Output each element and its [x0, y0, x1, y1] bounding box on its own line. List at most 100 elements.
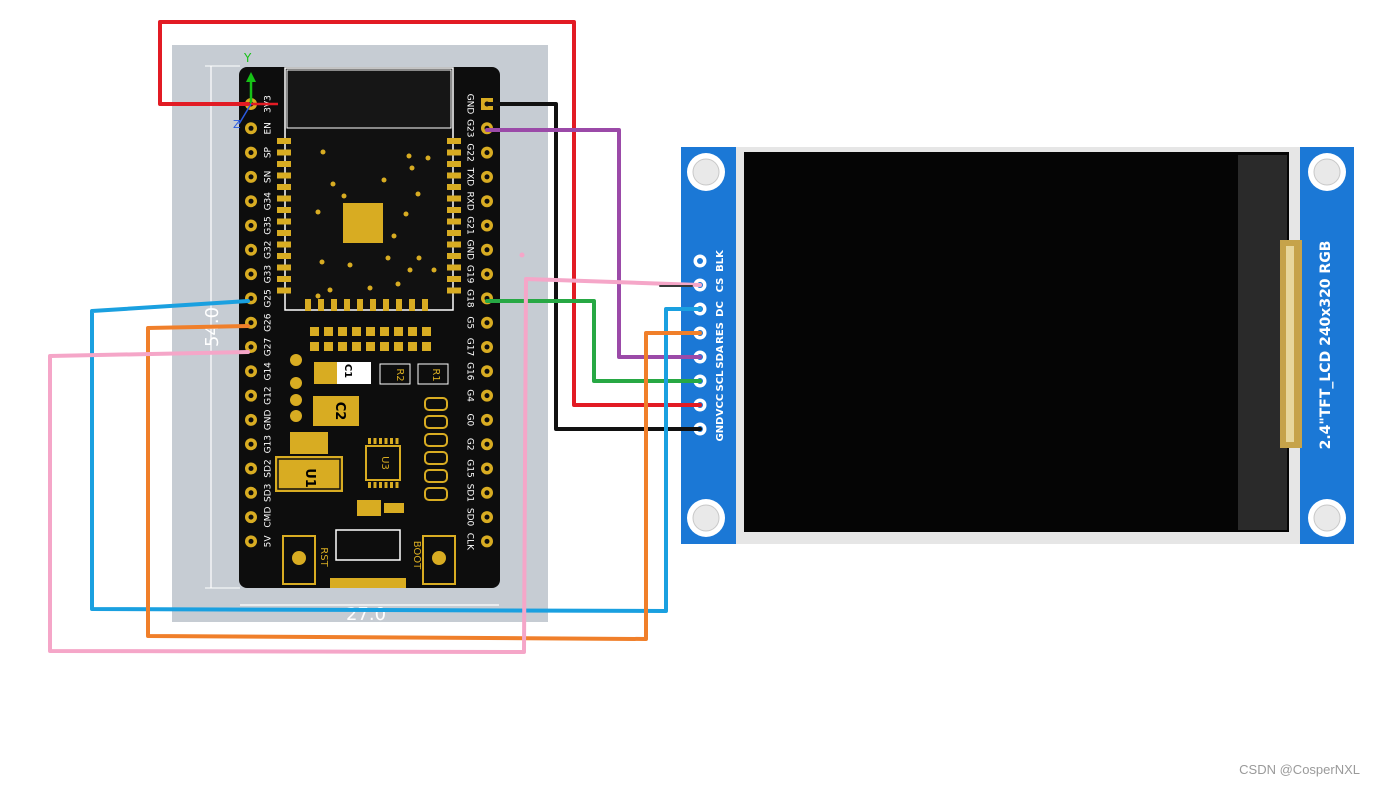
via [347, 262, 353, 268]
via [416, 255, 422, 261]
lcd-mount-hole-inner [692, 158, 720, 186]
axis-y-label: Y [243, 51, 252, 65]
test-pad [290, 354, 302, 366]
module-pad [305, 299, 311, 311]
axis-y-head [246, 72, 256, 82]
via [425, 155, 431, 161]
u3-lead [379, 438, 382, 444]
left-pin-label: SN [264, 171, 274, 183]
via [431, 267, 437, 273]
c1-label: C1 [342, 364, 353, 378]
module-pad [277, 264, 291, 271]
right-header-hole [484, 198, 490, 204]
lcd-pin-label: CS [715, 278, 726, 293]
smd-pad [338, 342, 347, 351]
smd-pad [366, 342, 375, 351]
lcd-pin-label: SDA [715, 345, 726, 369]
right-pin-label: G0 [465, 414, 475, 427]
module-pad [318, 299, 324, 311]
right-header-hole [484, 320, 490, 326]
u3-lead [390, 482, 393, 488]
right-header-hole [484, 466, 490, 471]
lcd-pin-label: RES [715, 322, 726, 344]
left-pin-label: G14 [264, 362, 274, 381]
left-header-hole [248, 466, 254, 471]
right-pin-label: TXD [465, 167, 475, 187]
wire-cs [48, 277, 702, 654]
smd-pad [352, 327, 361, 336]
left-pin-label: G32 [264, 241, 274, 259]
led-pad [424, 487, 448, 501]
u3-part [365, 445, 401, 481]
module-pad [357, 299, 363, 311]
left-header-hole [248, 174, 254, 180]
left-header-hole [248, 247, 254, 253]
left-pin-label: G35 [264, 216, 274, 234]
right-pin-label: G15 [465, 459, 475, 477]
axis-z-arrow [238, 103, 252, 125]
led-pad [424, 451, 448, 465]
smd-pad [310, 342, 319, 351]
u1-part [275, 456, 343, 492]
wire-vcc-3v3 [158, 20, 702, 407]
left-pin-label: G27 [264, 338, 274, 356]
rst-label: RST [318, 547, 329, 567]
smd-pad [310, 327, 319, 336]
module-pad [277, 161, 291, 167]
wire-res [146, 324, 702, 641]
lcd-pin-label: VCC [715, 394, 726, 416]
module-pad [409, 299, 415, 311]
u3-lead [390, 438, 393, 444]
led-pad [424, 469, 448, 483]
led-pad [424, 433, 448, 447]
left-header-hole [248, 125, 254, 131]
right-pin-label: G4 [465, 389, 475, 402]
left-pin-label: SD2 [264, 459, 274, 477]
right-header-hole [484, 538, 490, 544]
right-header-hole [484, 344, 490, 350]
right-pin-label: CLK [465, 533, 475, 551]
right-pin-label: SD0 [465, 508, 475, 527]
right-header-hole [484, 514, 490, 520]
left-pin-label: 5V [264, 535, 274, 548]
usb-outline [335, 529, 401, 561]
via [409, 165, 415, 171]
right-pin-label: SD1 [465, 484, 475, 502]
r1-label: R1 [430, 368, 441, 381]
left-pin-label: G13 [264, 435, 274, 453]
module-pad [277, 218, 291, 225]
right-pin-label: G22 [465, 143, 475, 161]
right-pin-label: G2 [465, 438, 475, 451]
watermark: CSDN @CosperNXL [1239, 762, 1360, 777]
left-header-hole [248, 490, 254, 496]
left-pin-label: G33 [264, 265, 274, 283]
module-pad [447, 230, 461, 236]
smd-pad [422, 342, 431, 351]
via [395, 281, 401, 287]
via [385, 255, 391, 261]
u3-lead [368, 482, 371, 488]
via [407, 267, 413, 273]
u3-lead [395, 482, 399, 488]
right-pin-label: G19 [465, 265, 475, 284]
wire-sda [485, 128, 702, 359]
lcd-pin-label: SCL [715, 370, 726, 392]
left-pin-label: SP [264, 146, 274, 158]
left-header-hole [248, 441, 254, 447]
lcd-bezel-right [1238, 155, 1287, 530]
right-header-hole [484, 174, 490, 180]
via [315, 209, 321, 215]
u3-label: U3 [379, 456, 390, 470]
left-pin-label: CMD [264, 507, 274, 528]
u1-label: U1 [302, 468, 317, 488]
right-header-hole [484, 271, 490, 277]
left-pin-label: G12 [264, 386, 274, 404]
module-pad [447, 149, 461, 156]
module-pad [447, 218, 461, 225]
boot-button-cap [432, 551, 446, 565]
left-pin-label: SD3 [264, 484, 274, 502]
module-pad [422, 299, 428, 311]
right-header-hole [484, 441, 490, 447]
via [330, 181, 336, 187]
rst-button [282, 535, 316, 585]
